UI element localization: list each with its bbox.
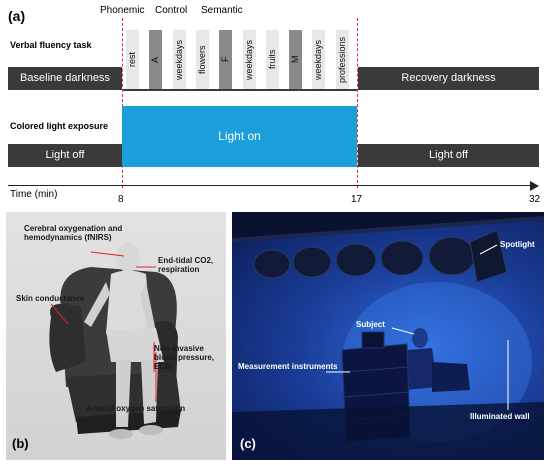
- tick-8: 8: [118, 194, 124, 205]
- group-label-semantic: Semantic: [201, 5, 243, 16]
- panel-b: Cerebral oxygenation and hemodynamics (f…: [6, 212, 226, 460]
- panel-b-label: (b): [12, 436, 29, 451]
- annotation-spotlight: Spotlight: [500, 240, 535, 249]
- task-block-4: F: [219, 30, 233, 89]
- task-block-label: professions: [336, 36, 347, 83]
- baseline-darkness-bar: Baseline darkness: [8, 67, 122, 90]
- panel-a-label: (a): [8, 8, 26, 24]
- tick-17: 17: [351, 194, 363, 205]
- task-block-8: weekdays: [312, 30, 326, 89]
- recovery-darkness-bar: Recovery darkness: [358, 67, 539, 90]
- task-block-7: M: [289, 30, 303, 89]
- task-block-label: fruits: [266, 49, 277, 70]
- task-baseline: [122, 89, 358, 91]
- task-block-label: F: [220, 56, 231, 63]
- annotation-co2: End-tidal CO2, respiration: [158, 256, 214, 274]
- annotation-spo2: Arterial oxygen saturation: [86, 404, 186, 413]
- task-block-1: A: [149, 30, 163, 89]
- verbal-task-title: Verbal fluency task: [10, 40, 92, 50]
- group-label-phonemic: Phonemic: [100, 5, 145, 16]
- task-block-label: M: [290, 55, 301, 64]
- light-on-bar: Light on: [122, 106, 357, 167]
- axis-arrow-icon: [530, 181, 539, 191]
- time-label: Time (min): [10, 189, 58, 200]
- panel-c: Spotlight Subject Measurement instrument…: [232, 212, 544, 460]
- task-block-2: weekdays: [172, 30, 186, 89]
- annotation-fnirs: Cerebral oxygenation and hemodynamics (f…: [24, 224, 123, 242]
- colored-light-title: Colored light exposure: [10, 121, 109, 131]
- annotation-bp: Non-invasive blood pressure, ECG: [154, 344, 215, 371]
- annotation-subject: Subject: [356, 320, 385, 329]
- task-block-label: weekdays: [173, 39, 184, 80]
- task-block-label: flowers: [196, 45, 207, 74]
- panel-c-label: (c): [240, 436, 256, 451]
- subject-in-chair-illustration: [49, 242, 181, 439]
- time-axis: [8, 185, 534, 186]
- task-block-label: weekdays: [243, 39, 254, 80]
- task-block-5: weekdays: [242, 30, 256, 89]
- light-off-right-bar: Light off: [358, 144, 539, 167]
- room-illustration: [232, 212, 544, 460]
- annotation-wall: Illuminated wall: [470, 412, 530, 421]
- tick-32: 32: [529, 194, 541, 205]
- task-block-label: A: [150, 56, 161, 63]
- task-block-9: professions: [335, 30, 349, 89]
- task-block-6: fruits: [265, 30, 279, 89]
- marker-17min: [357, 18, 358, 188]
- task-block-label: weekdays: [313, 39, 324, 80]
- group-label-control: Control: [155, 5, 188, 16]
- task-block-3: flowers: [195, 30, 209, 89]
- task-block-0: rest: [126, 30, 139, 89]
- light-off-left-bar: Light off: [8, 144, 122, 167]
- annotation-instruments: Measurement instruments: [238, 362, 338, 371]
- annotation-skin: Skin conductance: [16, 294, 85, 303]
- marker-8min: [122, 18, 123, 188]
- task-block-label: rest: [127, 52, 137, 68]
